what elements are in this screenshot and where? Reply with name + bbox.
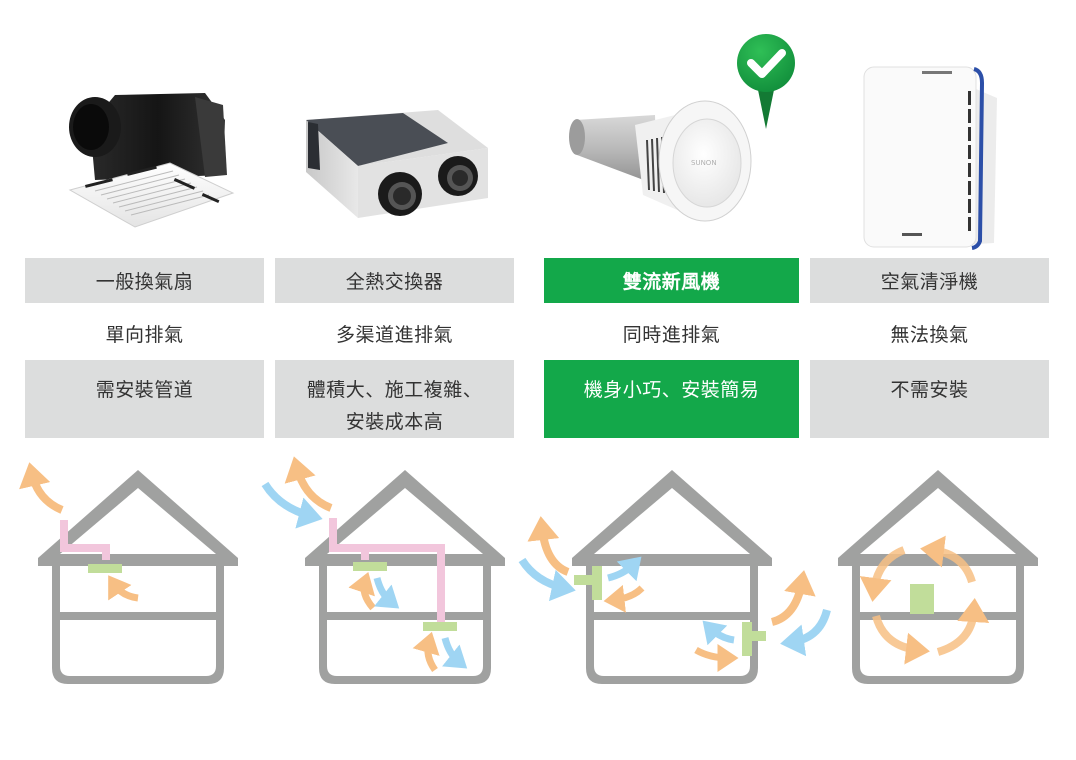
airflow-heat-exchanger: 多渠道進排氣	[275, 313, 514, 353]
fresh-air-arrow-icon	[373, 577, 400, 609]
indoor-air-arrow-icon	[108, 575, 139, 602]
house-outline-icon	[305, 470, 505, 684]
house-diagram-dual-flow	[518, 470, 831, 684]
dual-flow-device-icon	[742, 622, 752, 656]
circulation-arrow-icon	[936, 598, 990, 656]
fresh-air-arrow-icon	[702, 620, 735, 646]
house-diagram-air-purifier	[838, 470, 1038, 684]
installation-label: 機身小巧、安裝簡易	[583, 379, 760, 401]
airflow-dual-flow: 同時進排氣	[544, 313, 799, 353]
check-pin-icon	[737, 34, 795, 129]
product-name-heat-exchanger: 全熱交換器	[275, 258, 514, 303]
exhaust-arrow-icon	[603, 584, 645, 613]
airflow-exhaust-fan: 單向排氣	[25, 313, 264, 353]
house-diagram-heat-exchanger	[261, 456, 505, 684]
airflow-label: 單向排氣	[105, 323, 184, 346]
airflow-air-purifier: 無法換氣	[810, 313, 1049, 353]
installation-heat-exchanger: 體積大、施工複雜、 安裝成本高	[275, 360, 514, 438]
exhaust-arrow-icon	[412, 631, 440, 673]
exhaust-arrow-icon	[527, 516, 570, 576]
installation-line-2: 安裝成本高	[345, 411, 444, 433]
airflow-label: 無法換氣	[890, 323, 969, 346]
exhaust-arrow-icon	[770, 570, 816, 626]
duct-icon	[60, 520, 110, 560]
duct-icon	[329, 518, 445, 622]
vent-device-icon	[423, 622, 457, 631]
house-outline-icon	[38, 470, 238, 684]
dual-flow-device-icon	[742, 631, 766, 641]
ceiling-exhaust-fan-image	[68, 93, 235, 228]
product-name-air-purifier: 空氣清淨機	[810, 258, 1049, 303]
product-name-label: 雙流新風機	[622, 271, 721, 293]
fresh-air-arrow-icon	[261, 481, 323, 529]
circulation-arrow-icon	[872, 614, 930, 665]
dual-flow-device-icon	[574, 575, 598, 585]
fan-device-icon	[88, 564, 122, 573]
purifier-device-icon	[910, 584, 934, 614]
fresh-air-arrow-icon	[441, 637, 468, 669]
dual-flow-ventilator-image: SUNON	[569, 100, 752, 222]
product-name-label: 一般換氣扇	[95, 271, 194, 293]
installation-label: 體積大、施工複雜、 安裝成本高	[295, 374, 495, 438]
installation-label: 不需安裝	[890, 379, 969, 401]
house-diagram-exhaust-fan	[19, 462, 238, 684]
fresh-air-arrow-icon	[518, 557, 576, 602]
fresh-air-arrow-icon	[607, 556, 642, 582]
circulation-arrow-icon	[920, 535, 976, 584]
exhaust-arrow-icon	[348, 572, 376, 611]
fresh-air-arrow-icon	[780, 608, 831, 657]
airflow-label: 同時進排氣	[622, 323, 721, 346]
vent-device-icon	[353, 562, 387, 571]
installation-air-purifier: 不需安裝	[810, 360, 1049, 438]
product-name-label: 空氣清淨機	[880, 271, 979, 293]
installation-exhaust-fan: 需安裝管道	[25, 360, 264, 438]
product-name-dual-flow: 雙流新風機	[544, 258, 799, 303]
heat-exchanger-unit-image	[306, 110, 488, 218]
product-name-exhaust-fan: 一般換氣扇	[25, 258, 264, 303]
exhaust-arrow-icon	[19, 462, 64, 514]
brand-label: SUNON	[691, 159, 717, 167]
air-purifier-image	[863, 66, 997, 250]
product-name-label: 全熱交換器	[345, 271, 444, 293]
installation-line-1: 體積大、施工複雜、	[306, 379, 483, 401]
installation-dual-flow: 機身小巧、安裝簡易	[544, 360, 799, 438]
installation-label: 需安裝管道	[95, 379, 194, 401]
circulation-arrow-icon	[859, 546, 906, 602]
exhaust-arrow-icon	[284, 456, 333, 512]
exhaust-arrow-icon	[694, 643, 739, 672]
airflow-label: 多渠道進排氣	[335, 323, 453, 346]
dual-flow-device-icon	[592, 566, 602, 600]
